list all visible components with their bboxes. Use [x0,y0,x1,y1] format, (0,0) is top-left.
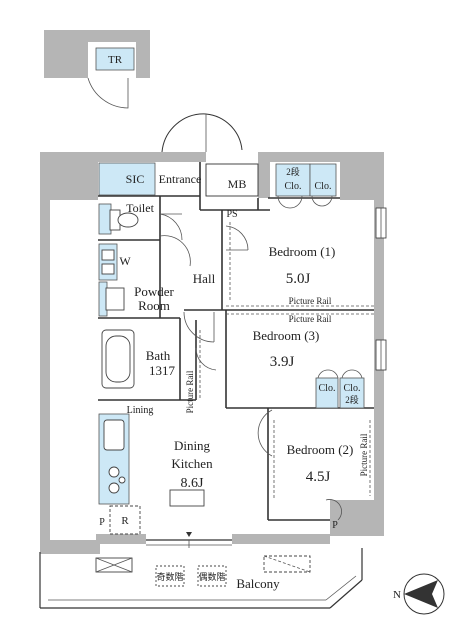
bedroom1-size-label: 5.0J [286,271,311,287]
picture-rail-label-vertical-hall: Picture Rail [185,370,195,413]
picture-rails [199,222,374,500]
r-unit-label: R [121,515,129,527]
washer-label: W [119,254,131,268]
room-labels: SIC Entrance MB PS 2段 Clo. Clo. Toilet W… [99,166,360,591]
closet-label-1b: Clo. [315,181,332,192]
outer-walls [40,152,384,554]
trunk-room: TR [44,30,150,109]
bath-label: Bath [146,348,171,363]
north-compass: N [393,573,445,615]
lining-label: Lining [127,405,154,416]
hall-label: Hall [193,271,216,286]
toilet-label: Toilet [126,201,154,215]
p-mark-left: P [99,517,105,528]
closet-label-1a: Clo. [285,181,302,192]
bedroom2-label: Bedroom (2) [287,442,354,457]
entrance-arrow-icon [186,532,192,537]
dk-size-label: 8.6J [181,476,205,491]
trunk-room-label: TR [108,54,123,66]
picture-rail-label-vertical-bed2: Picture Rail [359,433,369,476]
balcony-label: Balcony [236,576,280,591]
dining-label: Dining [174,438,211,453]
kitchen-label: Kitchen [171,456,213,471]
mb-label: MB [228,177,247,191]
closet-label-3b: Clo. [344,383,361,394]
bath-size-label: 1317 [149,363,176,378]
closet-label-3a: Clo. [319,383,336,394]
bedroom2-size-label: 4.5J [306,469,331,485]
p-mark-right: P [332,520,338,531]
ps-label: PS [226,209,237,220]
sic-label: SIC [126,172,145,186]
bedroom3-size-label: 3.9J [270,354,295,370]
picture-rail-label-1: Picture Rail [289,296,332,306]
doors [159,113,363,521]
fixtures [98,162,365,535]
interior-walls [98,162,374,521]
windows [146,207,387,548]
odd-floor-label: 奇数階 [156,571,183,582]
closet-2tier-label-1: 2段 [286,166,300,177]
powder-room-label-1: Powder [134,284,174,299]
balcony [39,548,363,609]
north-label: N [393,589,401,601]
even-floor-label: 偶数階 [198,571,225,582]
bedroom1-label: Bedroom (1) [269,244,336,259]
powder-room-label-2: Room [138,298,170,313]
picture-rail-label-2: Picture Rail [289,314,332,324]
entrance-label: Entrance [159,172,202,186]
closet-2tier-label-3: 2段 [345,394,359,405]
bedroom3-label: Bedroom (3) [253,328,320,343]
